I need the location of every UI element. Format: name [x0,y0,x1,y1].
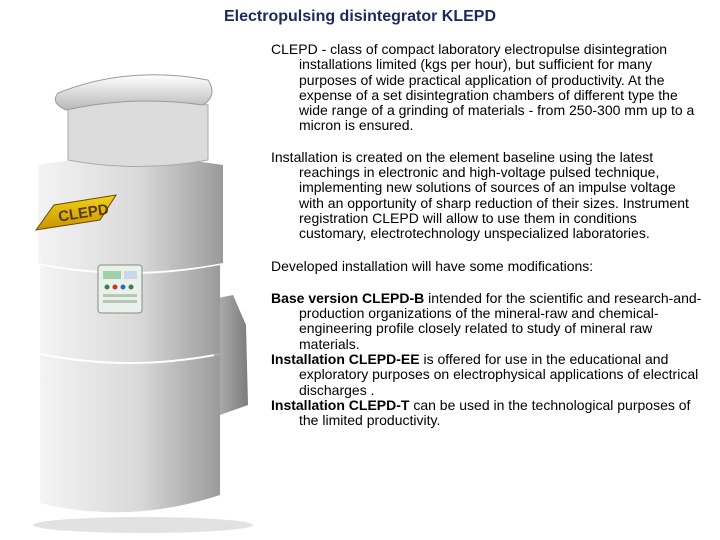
paragraph-modifications: Developed installation will have some mo… [271,257,594,274]
drum [67,98,209,167]
ee-version-name: Installation CLEPD-EE [271,351,420,368]
base-version-name: Base version CLEPD-B [271,289,425,306]
paragraph-installation: Installation is created on the element b… [271,148,689,242]
control-panel [97,264,143,314]
paragraph-overview: CLEPD - class of compact laboratory elec… [271,41,695,134]
t-version-name: Installation CLEPD-T [271,396,410,413]
paragraph-ee-version: Installation CLEPD-EE is offered for use… [271,351,699,398]
paragraph-base-version: Base version CLEPD-B intended for the sc… [271,289,702,352]
upper-block [38,157,223,272]
lid [54,74,213,111]
page-title: Electropulsing disintegrator KLEPD [223,8,497,25]
paragraph-t-version: Installation CLEPD-T can be used in the … [271,396,691,429]
description-text: CLEPD - class of compact laboratory elec… [271,41,703,429]
lower-column [40,355,220,513]
device-illustration: CLEPD [18,55,268,535]
